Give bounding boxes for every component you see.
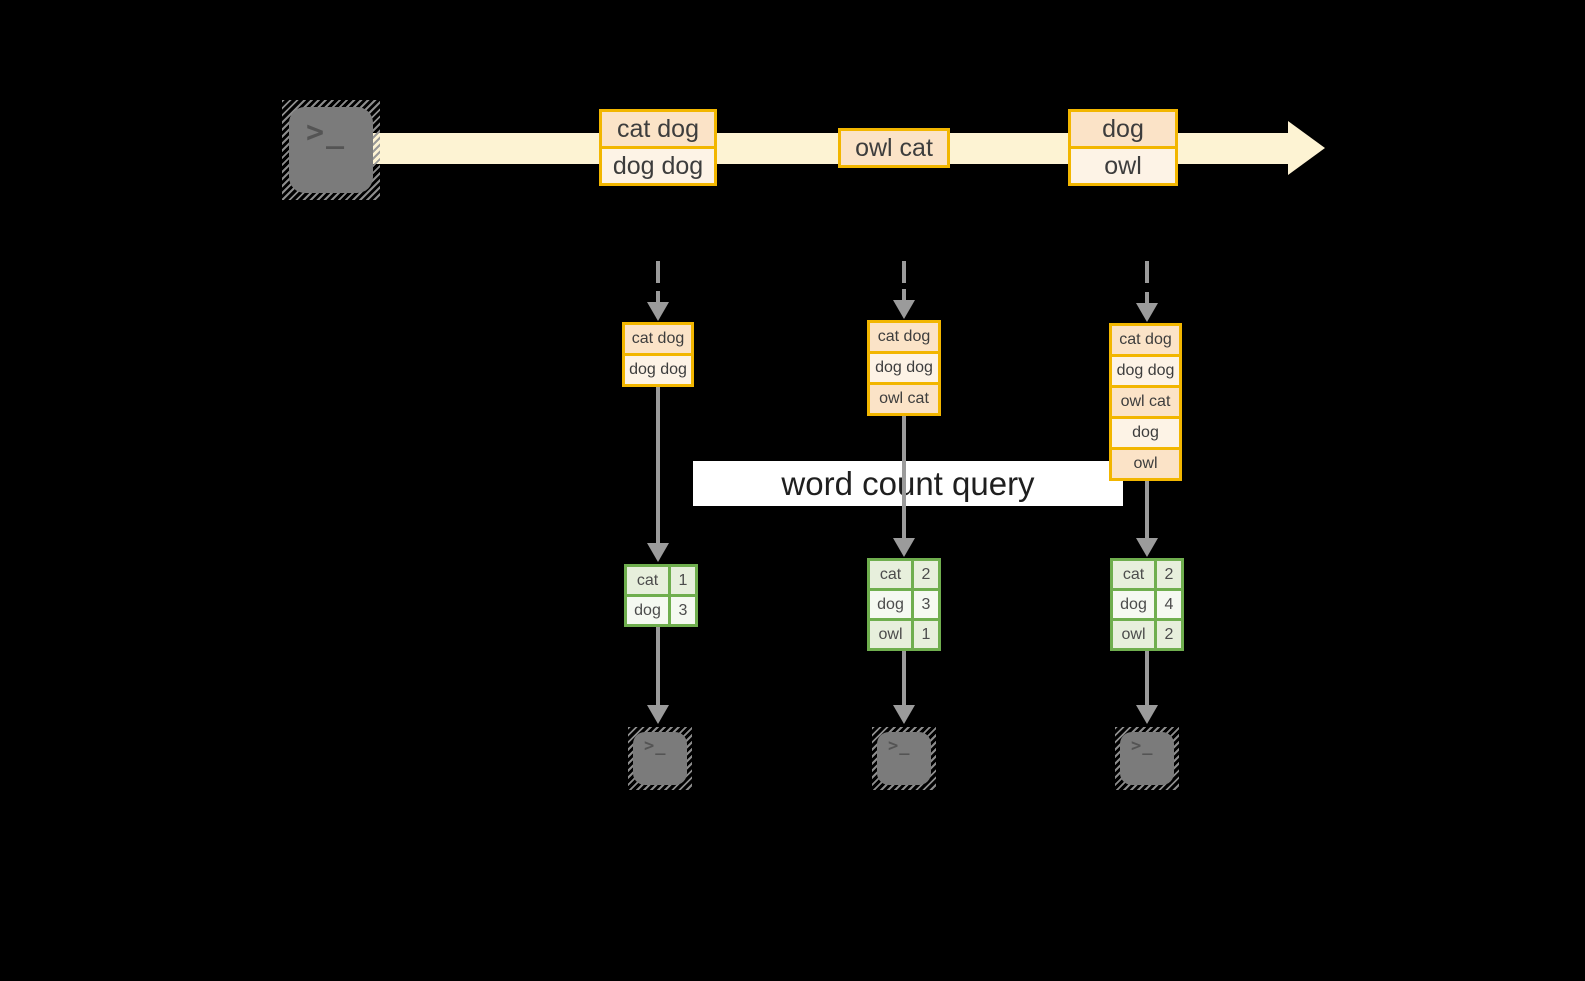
word-cell: cat (1113, 561, 1154, 588)
wordcount-table: cat 1 dog 3 (624, 564, 698, 627)
stream-batch-cell: owl (1071, 149, 1175, 183)
output-arrow-line (656, 627, 660, 707)
ingest-arrow-dash (1145, 261, 1149, 283)
count-cell: 2 (1157, 561, 1181, 588)
state-box: cat dog dog dog owl cat dog owl (1109, 323, 1182, 481)
word-cell: owl (870, 621, 911, 648)
ingest-arrowhead-icon (1136, 303, 1158, 322)
stream-batch: dog owl (1068, 109, 1178, 186)
state-cell: owl (1112, 450, 1179, 478)
terminal-prompt-icon: >_ (306, 115, 347, 150)
source-terminal-icon: >_ (282, 100, 380, 200)
stream-batch-cell: dog dog (602, 149, 714, 183)
state-box: cat dog dog dog (622, 322, 694, 387)
word-cell: dog (1113, 591, 1154, 618)
query-arrow-line (1145, 481, 1149, 540)
output-arrowhead-icon (647, 705, 669, 724)
state-cell: owl cat (870, 385, 938, 413)
terminal-prompt-icon: >_ (888, 736, 911, 756)
stream-batch: owl cat (838, 128, 950, 168)
count-cell: 1 (914, 621, 938, 648)
state-cell: owl cat (1112, 388, 1179, 416)
terminal-screen: >_ (1120, 732, 1174, 785)
query-arrow-line (902, 416, 906, 540)
count-cell: 2 (1157, 621, 1181, 648)
count-cell: 1 (671, 567, 695, 594)
state-cell: dog dog (1112, 357, 1179, 385)
output-arrow-line (1145, 651, 1149, 707)
word-cell: owl (1113, 621, 1154, 648)
wordcount-table: cat 2 dog 3 owl 1 (867, 558, 941, 651)
output-arrowhead-icon (1136, 705, 1158, 724)
query-arrowhead-icon (647, 543, 669, 562)
word-cell: cat (870, 561, 911, 588)
state-cell: dog dog (870, 354, 938, 382)
ingest-arrow-dash (1145, 292, 1149, 306)
ingest-arrow-dash (902, 289, 906, 303)
query-label: word count query (781, 464, 1035, 502)
output-arrowhead-icon (893, 705, 915, 724)
query-label-banner: word count query (693, 461, 1123, 506)
query-arrow-line (656, 387, 660, 544)
word-cell: dog (870, 591, 911, 618)
output-terminal-icon: >_ (1115, 727, 1179, 790)
count-cell: 4 (1157, 591, 1181, 618)
ingest-arrow-dash (656, 291, 660, 305)
stream-arrowhead-icon (1288, 121, 1325, 175)
ingest-arrow-dash (656, 261, 660, 283)
output-terminal-icon: >_ (872, 727, 936, 790)
count-cell: 3 (671, 597, 695, 624)
stream-batch-cell: owl cat (841, 131, 947, 165)
stream-batch-cell: cat dog (602, 112, 714, 146)
state-cell: dog dog (625, 356, 691, 384)
stream-batch: cat dog dog dog (599, 109, 717, 186)
terminal-screen: >_ (877, 732, 931, 785)
count-cell: 3 (914, 591, 938, 618)
terminal-screen: >_ (633, 732, 687, 785)
state-cell: cat dog (1112, 326, 1179, 354)
state-box: cat dog dog dog owl cat (867, 320, 941, 416)
state-cell: dog (1112, 419, 1179, 447)
terminal-prompt-icon: >_ (1131, 736, 1154, 756)
word-cell: cat (627, 567, 668, 594)
ingest-arrowhead-icon (893, 300, 915, 319)
output-terminal-icon: >_ (628, 727, 692, 790)
ingest-arrow-dash (902, 261, 906, 283)
output-arrow-line (902, 651, 906, 707)
query-arrowhead-icon (893, 538, 915, 557)
state-cell: cat dog (870, 323, 938, 351)
wordcount-table: cat 2 dog 4 owl 2 (1110, 558, 1184, 651)
count-cell: 2 (914, 561, 938, 588)
stream-batch-cell: dog (1071, 112, 1175, 146)
word-cell: dog (627, 597, 668, 624)
ingest-arrowhead-icon (647, 302, 669, 321)
query-arrowhead-icon (1136, 538, 1158, 557)
terminal-screen: >_ (289, 107, 373, 193)
state-cell: cat dog (625, 325, 691, 353)
terminal-prompt-icon: >_ (644, 736, 667, 756)
